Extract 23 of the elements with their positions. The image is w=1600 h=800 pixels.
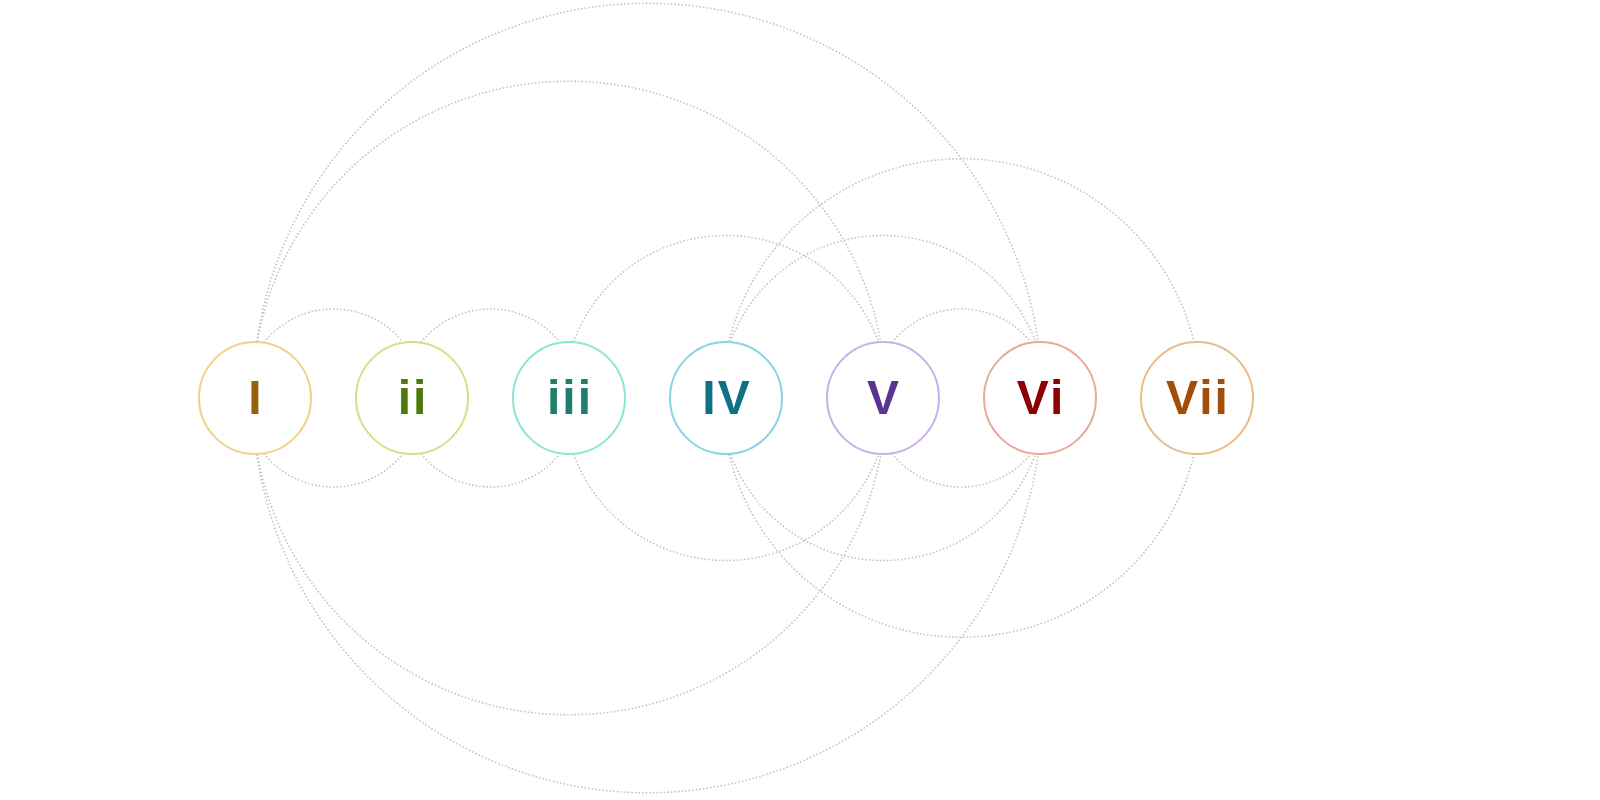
arc-connector xyxy=(729,234,1037,343)
arc-connector xyxy=(420,308,561,343)
arc-connector xyxy=(572,234,880,343)
arc-connector xyxy=(256,80,882,342)
arc-connector xyxy=(728,454,1195,638)
roman-numeral-label: ii xyxy=(396,374,429,422)
roman-numeral-label: iii xyxy=(546,374,593,422)
arc-connector xyxy=(891,453,1032,488)
arc-connector xyxy=(256,454,882,716)
arc-connector xyxy=(728,158,1195,342)
roman-numeral-label: I xyxy=(247,374,264,422)
roman-numeral-label: Vi xyxy=(1015,374,1066,422)
roman-numeral-label: Vii xyxy=(1165,374,1230,422)
arc-connector xyxy=(572,453,880,562)
arc-connector xyxy=(263,453,404,488)
arc-connector xyxy=(256,454,1039,794)
roman-numeral-label: V xyxy=(866,374,901,422)
arc-connector xyxy=(263,308,404,343)
arc-connector xyxy=(729,453,1037,562)
arc-connector xyxy=(420,453,561,488)
roman-numeral-label: IV xyxy=(701,374,752,422)
arc-connector xyxy=(891,308,1032,343)
arc-connector xyxy=(256,2,1039,342)
